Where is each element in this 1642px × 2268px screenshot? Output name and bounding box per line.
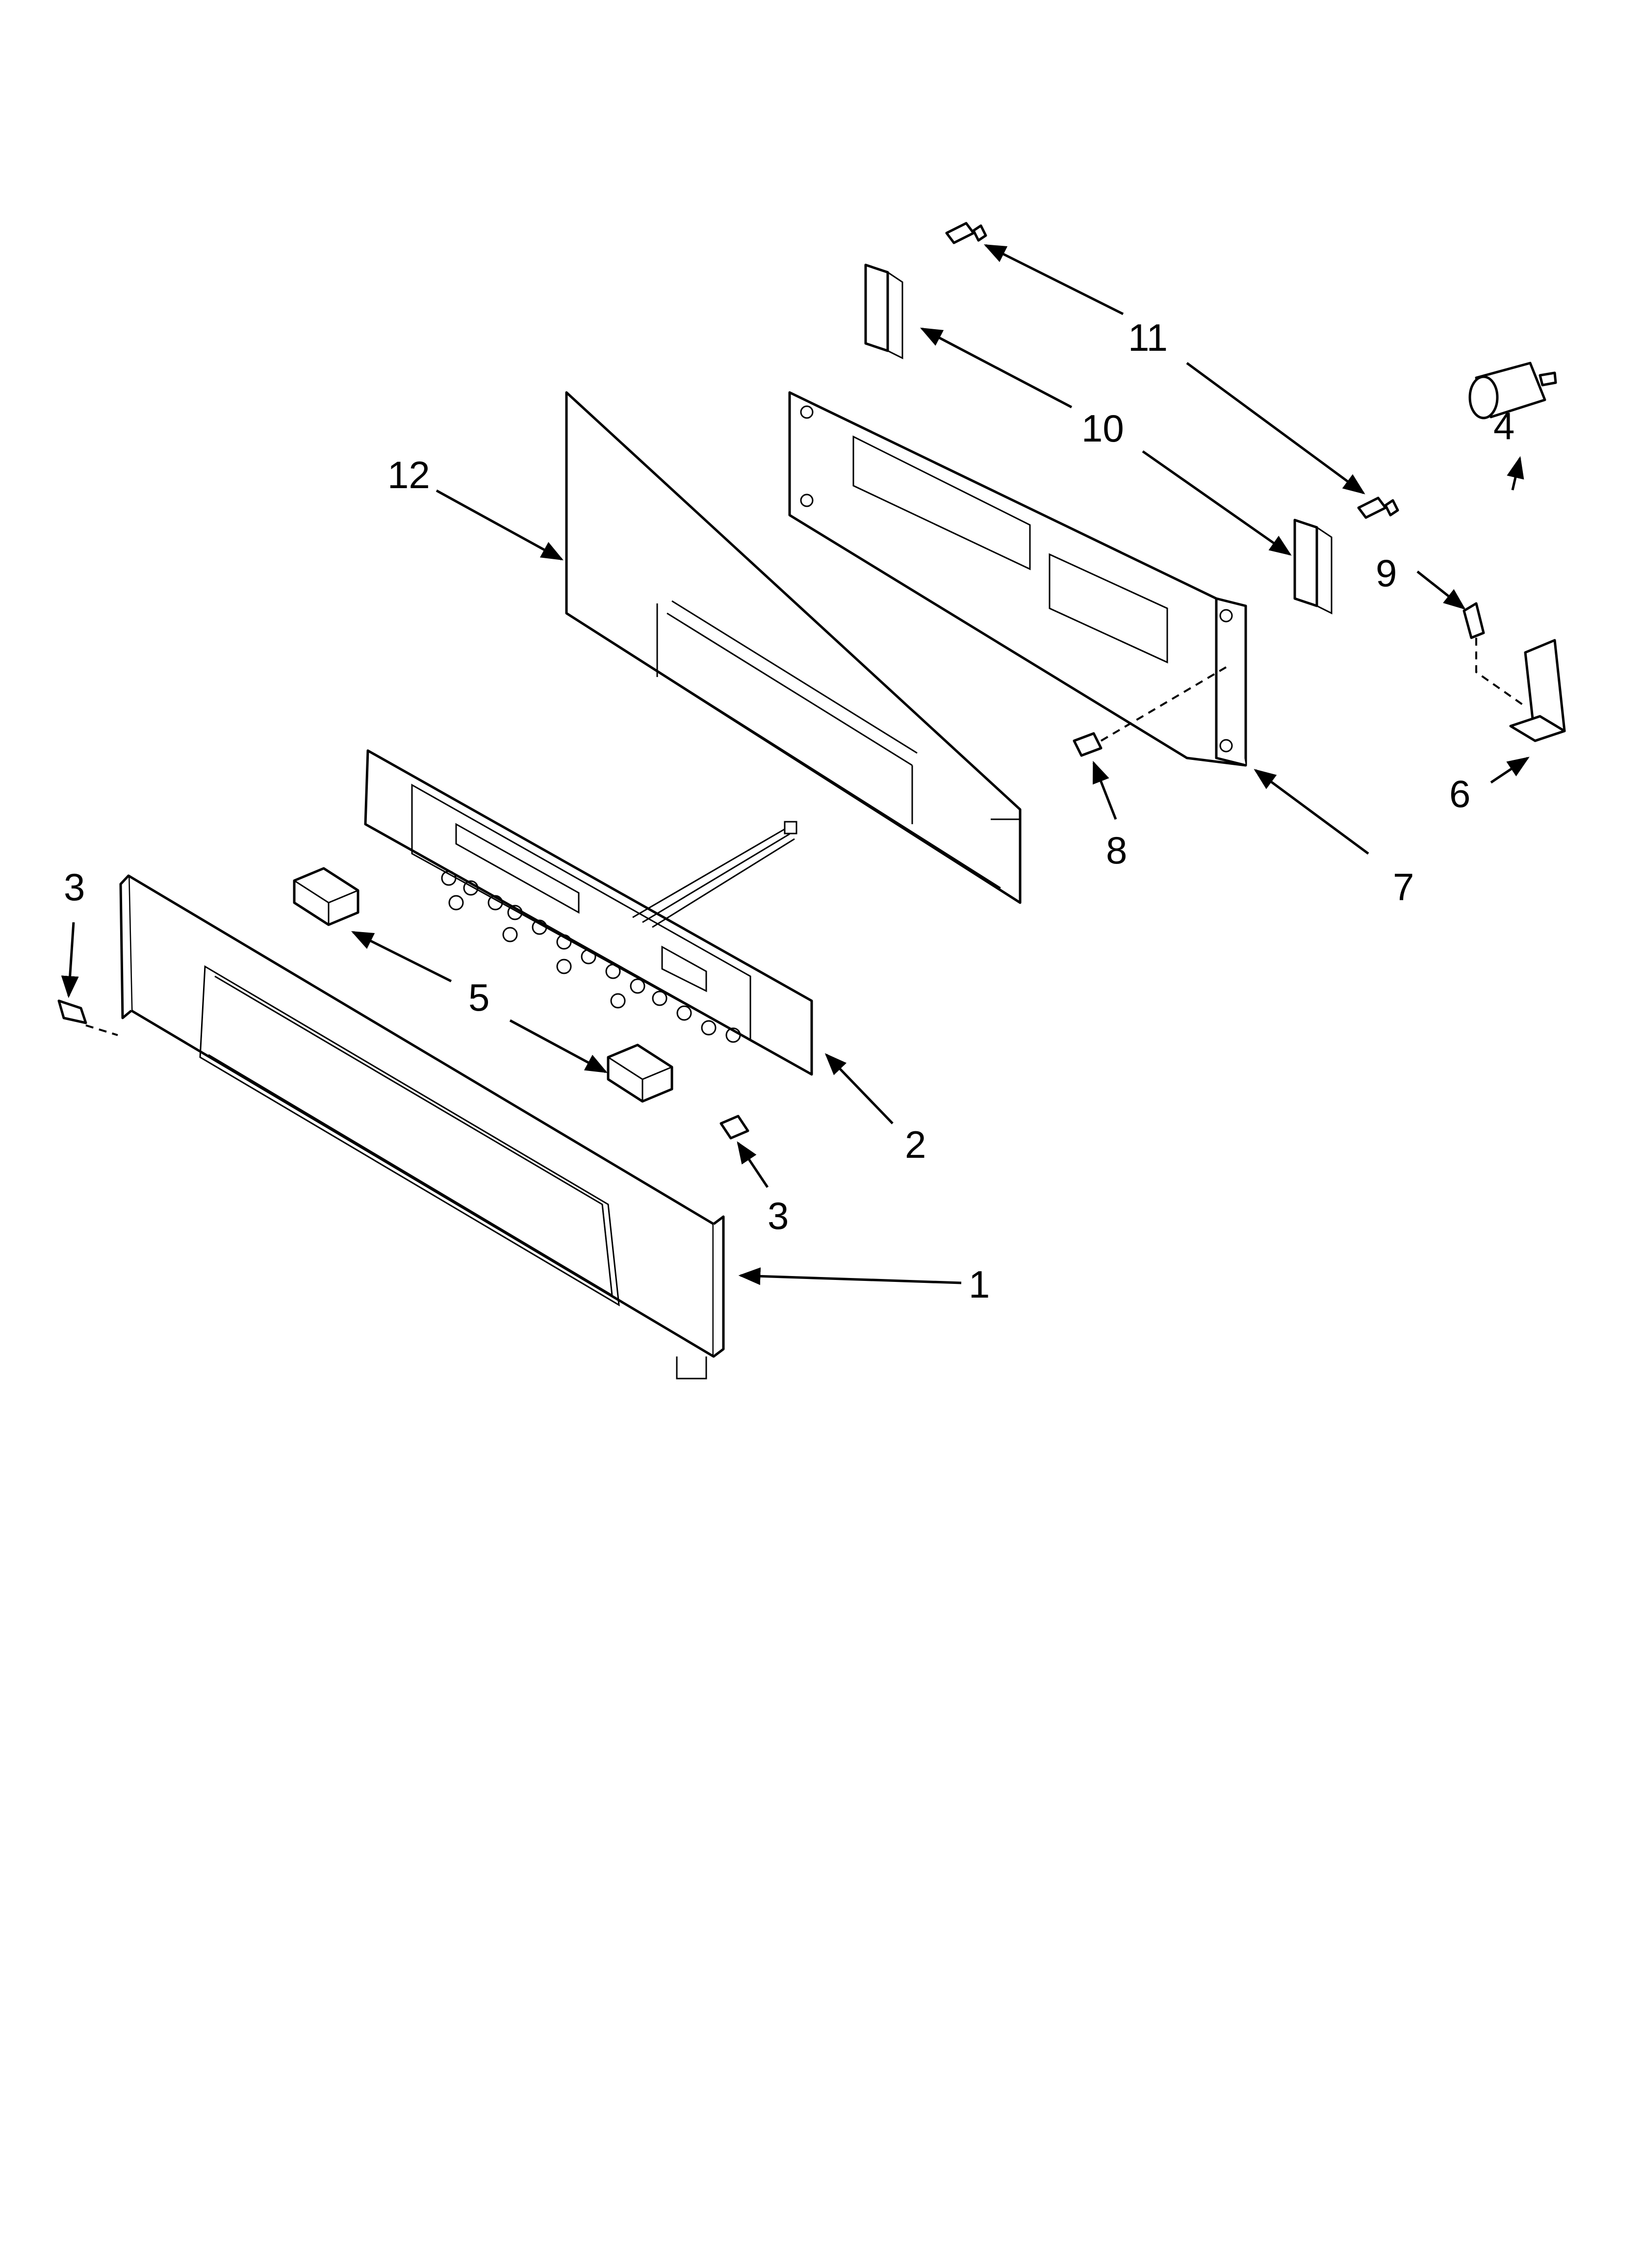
overlay-button (725, 1027, 741, 1043)
screw-3a (57, 999, 118, 1036)
screw-9 (1462, 602, 1526, 707)
callout-3-right: 3 (768, 1194, 789, 1237)
overlay-button (448, 895, 464, 911)
callout-7: 7 (1393, 865, 1414, 909)
leader-lines (61, 244, 1530, 1285)
overlay-button (676, 1005, 692, 1021)
part-bracket-10a (864, 263, 903, 360)
overlay-button (610, 993, 626, 1009)
callout-8: 8 (1106, 829, 1127, 872)
callout-3-left: 3 (64, 865, 85, 909)
overlay-button (502, 927, 518, 942)
callout-5: 5 (468, 976, 489, 1019)
overlay-button (652, 991, 667, 1006)
overlay-button (487, 895, 503, 911)
part-control-panel-trim (119, 874, 725, 1380)
callout-4: 4 (1493, 404, 1514, 447)
callout-10: 10 (1081, 407, 1124, 450)
overlay-button (556, 959, 572, 974)
overlay-button (556, 934, 572, 950)
overlay-button (507, 905, 523, 920)
screw-11a (945, 222, 987, 244)
screw-3b (719, 1115, 749, 1140)
screw-8 (1073, 666, 1227, 757)
overlay-button (581, 949, 596, 965)
overlay-button (701, 1020, 717, 1036)
callout-labels: 1 2 3 3 4 5 6 7 8 9 10 11 12 (64, 316, 1514, 1306)
overlay-button (605, 964, 621, 979)
callout-6: 6 (1449, 772, 1470, 815)
part-control-overlay (364, 749, 813, 1076)
overlay-button (532, 919, 547, 935)
part-bracket-6 (1509, 639, 1566, 742)
part-spacer-5a (293, 867, 359, 926)
part-spacer-5b (607, 1043, 673, 1103)
part-control-board (788, 391, 1247, 767)
callout-11: 11 (1128, 316, 1168, 359)
overlay-button (463, 880, 479, 896)
part-connector-4 (1468, 362, 1557, 419)
part-bracket-10b (1293, 519, 1333, 615)
callout-12: 12 (387, 453, 430, 496)
callout-9: 9 (1376, 551, 1397, 595)
screw-11b (1357, 496, 1399, 519)
overlay-button (441, 870, 457, 886)
callout-1: 1 (969, 1263, 990, 1306)
part-panel-bracket (565, 391, 1022, 904)
callout-2: 2 (905, 1123, 926, 1166)
overlay-button (630, 978, 645, 994)
